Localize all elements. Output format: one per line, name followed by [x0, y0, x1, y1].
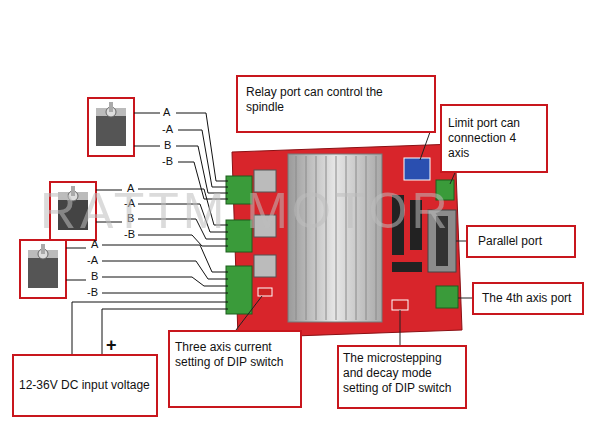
- motor-shaft: [109, 102, 113, 112]
- capacitor: [254, 215, 276, 237]
- wire: [102, 261, 228, 279]
- wire: [102, 293, 228, 294]
- callout-box: The 4th axis port: [472, 282, 584, 315]
- wire: [102, 245, 228, 272]
- callout-box: Three axis current setting of DIP switch: [168, 330, 302, 408]
- motor-frame: [50, 182, 96, 240]
- wire: [66, 280, 86, 281]
- callout-text: The microstepping and decay mode setting…: [343, 351, 461, 396]
- callout-box: Relay port can control the spindle: [236, 75, 436, 133]
- relay: [404, 158, 430, 180]
- callout-box: Limit port can connection 4 axis: [440, 104, 548, 173]
- callout-text: 12-36V DC input voltage: [19, 378, 151, 393]
- db25-connector: [428, 210, 456, 272]
- terminal-block: [226, 266, 252, 314]
- callout-text: Three axis current setting of DIP switch: [175, 340, 295, 370]
- fin: [316, 156, 317, 320]
- capacitor: [254, 255, 276, 277]
- wire-label: -B: [124, 228, 135, 240]
- wire: [138, 219, 228, 239]
- wire-label: B: [91, 270, 98, 282]
- leader-line: [400, 310, 401, 345]
- heatsink-fins: [296, 156, 376, 320]
- wire-label: B: [127, 212, 134, 224]
- wire: [66, 248, 86, 249]
- circuit-board: [232, 144, 462, 338]
- wire-label: -B: [87, 286, 98, 298]
- stepper-motor: [50, 182, 96, 240]
- db25-pins: [436, 216, 448, 266]
- fin: [296, 156, 297, 320]
- leader-line: [458, 298, 472, 299]
- leader-line: [236, 296, 262, 330]
- fin: [356, 156, 357, 320]
- wire: [138, 235, 228, 246]
- callout-text: Limit port can connection 4 axis: [448, 116, 540, 161]
- limit-connector: [436, 180, 454, 200]
- fin: [336, 156, 337, 320]
- wire-label: A: [163, 106, 170, 118]
- motor-wires: [66, 113, 228, 354]
- wire: [102, 277, 228, 286]
- callout-box: Parallel port: [466, 225, 576, 258]
- fin: [366, 156, 367, 320]
- callout-box: 12-36V DC input voltage: [12, 354, 158, 417]
- wire: [134, 146, 160, 147]
- heatsink: [288, 154, 382, 322]
- stepper-motor: [88, 98, 134, 156]
- motor-shaft: [71, 186, 75, 196]
- wire: [176, 146, 228, 193]
- wire-label: -B: [162, 155, 173, 167]
- wire-label: A: [127, 182, 134, 194]
- wire-label: -A: [87, 254, 98, 266]
- fin: [376, 156, 377, 320]
- watermark: RATTM MOTOR: [40, 186, 452, 236]
- terminal-block: [226, 220, 252, 252]
- wire: [134, 113, 160, 114]
- motor-shaft: [41, 244, 45, 254]
- callout-text: Relay port can control the spindle: [246, 85, 386, 115]
- fin: [306, 156, 307, 320]
- wire: [176, 113, 228, 181]
- fin: [346, 156, 347, 320]
- dip-switch: [392, 300, 408, 310]
- polarity-mark: +: [106, 336, 117, 354]
- wire-label: -A: [124, 197, 135, 209]
- ic-chip: [392, 195, 404, 255]
- axis4-connector: [436, 286, 458, 308]
- callout-box: The microstepping and decay mode setting…: [337, 345, 467, 409]
- dip-switch: [258, 288, 272, 296]
- leader-lines: [236, 132, 472, 345]
- ic-chip: [410, 200, 422, 250]
- wire-label: B: [164, 139, 171, 151]
- motor-frame: [88, 98, 134, 156]
- leader-line: [420, 132, 430, 160]
- callout-text: Parallel port: [478, 234, 564, 249]
- wire-label: A: [91, 238, 98, 250]
- wire: [178, 162, 228, 199]
- wire: [96, 190, 122, 191]
- stepper-motor: [20, 240, 66, 298]
- wire-label: -A: [162, 123, 173, 135]
- leader-line: [456, 241, 466, 242]
- motor-frame: [20, 240, 66, 298]
- wire: [96, 222, 122, 223]
- ic-chip: [392, 262, 422, 272]
- capacitor: [254, 170, 276, 192]
- callout-text: The 4th axis port: [482, 291, 574, 306]
- fin: [326, 156, 327, 320]
- wire: [138, 189, 228, 225]
- wire: [138, 204, 228, 232]
- wire: [178, 130, 228, 187]
- terminal-block: [226, 176, 252, 204]
